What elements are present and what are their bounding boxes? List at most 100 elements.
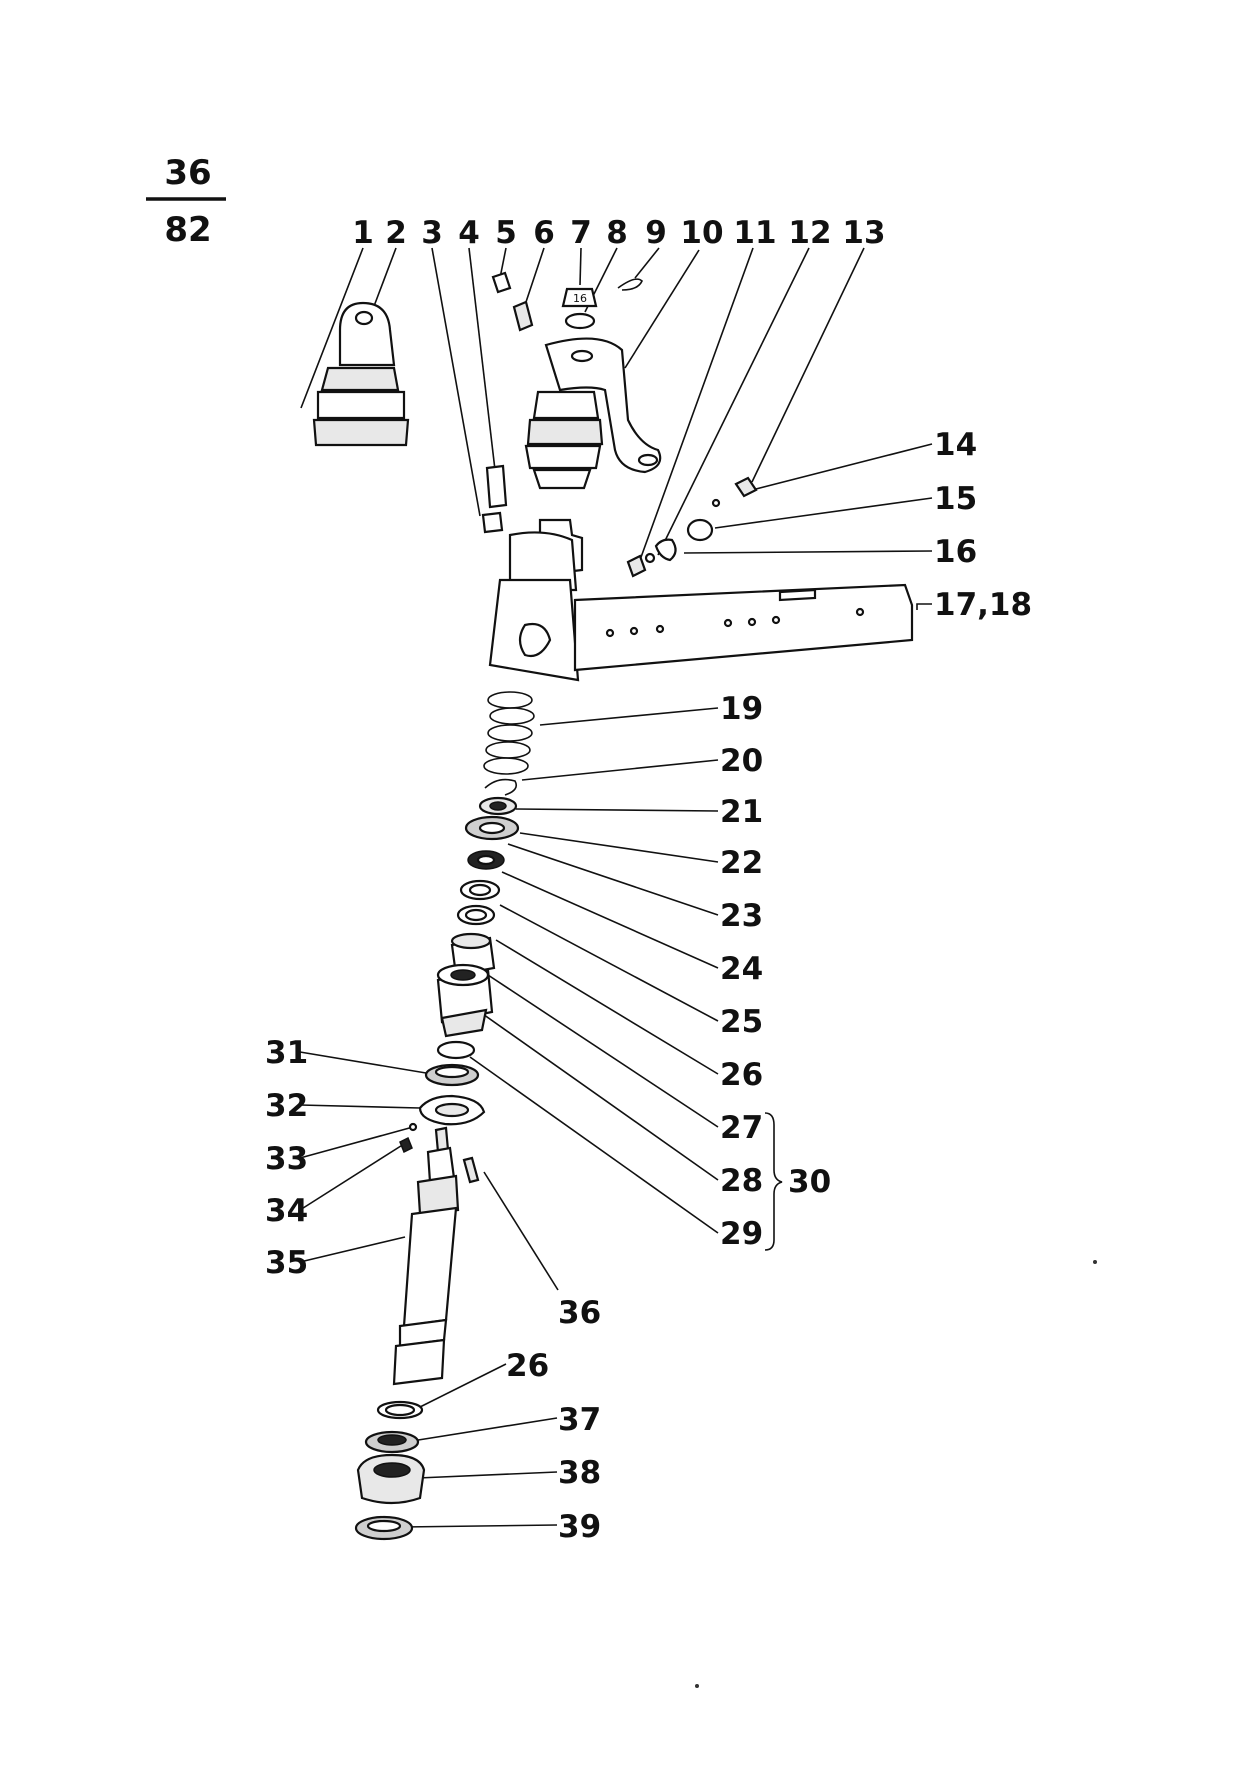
bearing-22-bore bbox=[478, 821, 506, 835]
knuckle-plate bbox=[518, 622, 552, 658]
bush-27-bore bbox=[450, 969, 476, 981]
label-31: 31 bbox=[265, 1035, 308, 1071]
label-25: 25 bbox=[720, 1004, 763, 1040]
label-39: 39 bbox=[558, 1509, 601, 1545]
leader-14 bbox=[751, 443, 933, 491]
arm-hole bbox=[637, 453, 659, 467]
coil-1 bbox=[487, 691, 533, 709]
part-grease-fittings bbox=[491, 271, 534, 332]
boot-body bbox=[316, 390, 406, 420]
leader-38 bbox=[417, 1471, 558, 1479]
beam-boss bbox=[778, 588, 817, 602]
beam-hole-1 bbox=[605, 628, 615, 638]
arm-bellows-1 bbox=[532, 390, 600, 420]
leader-32 bbox=[299, 1104, 421, 1109]
part-fittings-11-12 bbox=[626, 552, 656, 578]
part-key-pin bbox=[462, 1156, 480, 1184]
leader-24 bbox=[501, 871, 719, 969]
bushing-4 bbox=[485, 464, 508, 509]
label-28: 28 bbox=[720, 1163, 763, 1199]
leader-23 bbox=[507, 843, 719, 916]
kingpin-body bbox=[402, 1206, 458, 1328]
ring-26b-bore bbox=[384, 1403, 416, 1417]
label-19: 19 bbox=[720, 691, 763, 727]
leader-12 bbox=[657, 247, 810, 556]
beam-hole-7 bbox=[855, 607, 865, 617]
label-27: 27 bbox=[720, 1110, 763, 1146]
label-14: 14 bbox=[934, 427, 977, 463]
nut-marking: 16 bbox=[573, 292, 587, 305]
washer-25-bore bbox=[464, 908, 488, 922]
label-11: 11 bbox=[733, 215, 776, 251]
bearing-23-bore bbox=[476, 854, 496, 866]
leader-20 bbox=[521, 759, 719, 781]
fitting-12 bbox=[644, 552, 656, 564]
label-37: 37 bbox=[558, 1402, 601, 1438]
label-7: 7 bbox=[570, 215, 592, 251]
arm-top-hole bbox=[570, 349, 594, 363]
arm-bellows-4 bbox=[532, 468, 592, 490]
washer-24-bore bbox=[468, 883, 492, 897]
leader-31 bbox=[299, 1051, 433, 1075]
boot-hole bbox=[354, 310, 374, 326]
kingpin-collar bbox=[416, 1174, 460, 1216]
knuckle-upper bbox=[508, 531, 578, 592]
label-15: 15 bbox=[934, 481, 977, 517]
beam-hole-6 bbox=[771, 615, 781, 625]
leader-7 bbox=[579, 247, 582, 286]
housing-38-bore bbox=[373, 1462, 411, 1478]
leader-lines bbox=[299, 247, 933, 1528]
leader-28 bbox=[479, 1011, 719, 1181]
label-21: 21 bbox=[720, 794, 763, 830]
washer-21-core bbox=[489, 801, 507, 811]
washer-15 bbox=[686, 518, 714, 542]
label-17-18: 17,18 bbox=[934, 587, 1032, 623]
leader-33 bbox=[299, 1126, 414, 1159]
leader-21 bbox=[515, 808, 719, 812]
part-steering-arm bbox=[524, 337, 662, 490]
label-20: 20 bbox=[720, 743, 763, 779]
nipple-6 bbox=[512, 300, 534, 332]
kingpin-end bbox=[392, 1338, 446, 1386]
leader-39 bbox=[401, 1524, 558, 1528]
part-snap-ring bbox=[484, 778, 518, 796]
part-coil-spring bbox=[483, 691, 535, 775]
label-8: 8 bbox=[606, 215, 628, 251]
washer-33 bbox=[408, 1122, 418, 1132]
beam bbox=[573, 583, 914, 672]
beam-hole-2 bbox=[629, 626, 639, 636]
leader-16 bbox=[683, 550, 933, 554]
plate-16 bbox=[654, 538, 677, 562]
beam-hole-4 bbox=[723, 618, 733, 628]
leader-11 bbox=[639, 247, 754, 561]
ring-29 bbox=[436, 1040, 476, 1060]
leader-3 bbox=[431, 247, 481, 517]
label-38: 38 bbox=[558, 1455, 601, 1491]
split-pin-9 bbox=[617, 278, 643, 291]
label-23: 23 bbox=[720, 898, 763, 934]
label-2: 2 bbox=[385, 215, 407, 251]
part-bearing-stack bbox=[456, 796, 520, 926]
leader-19 bbox=[539, 707, 719, 726]
label-5: 5 bbox=[495, 215, 517, 251]
housing-38 bbox=[356, 1453, 426, 1505]
label-12: 12 bbox=[788, 215, 831, 251]
leader-34 bbox=[299, 1143, 405, 1211]
coil-5 bbox=[483, 757, 529, 775]
label-22: 22 bbox=[720, 845, 763, 881]
label-33: 33 bbox=[265, 1141, 308, 1177]
coil-2 bbox=[489, 707, 535, 725]
leader-25 bbox=[499, 904, 719, 1022]
scan-speck-2 bbox=[695, 1684, 699, 1688]
leader-10 bbox=[624, 249, 700, 369]
seal-31-bore bbox=[434, 1065, 470, 1079]
label-16: 16 bbox=[934, 534, 977, 570]
leader-6 bbox=[524, 247, 545, 306]
screw-34 bbox=[399, 1136, 413, 1154]
washer-14 bbox=[711, 498, 721, 508]
bushing-3 bbox=[481, 511, 504, 534]
label-36: 36 bbox=[558, 1295, 601, 1331]
scan-speck-1 bbox=[1093, 1260, 1097, 1264]
beam-hole-5 bbox=[747, 617, 757, 627]
